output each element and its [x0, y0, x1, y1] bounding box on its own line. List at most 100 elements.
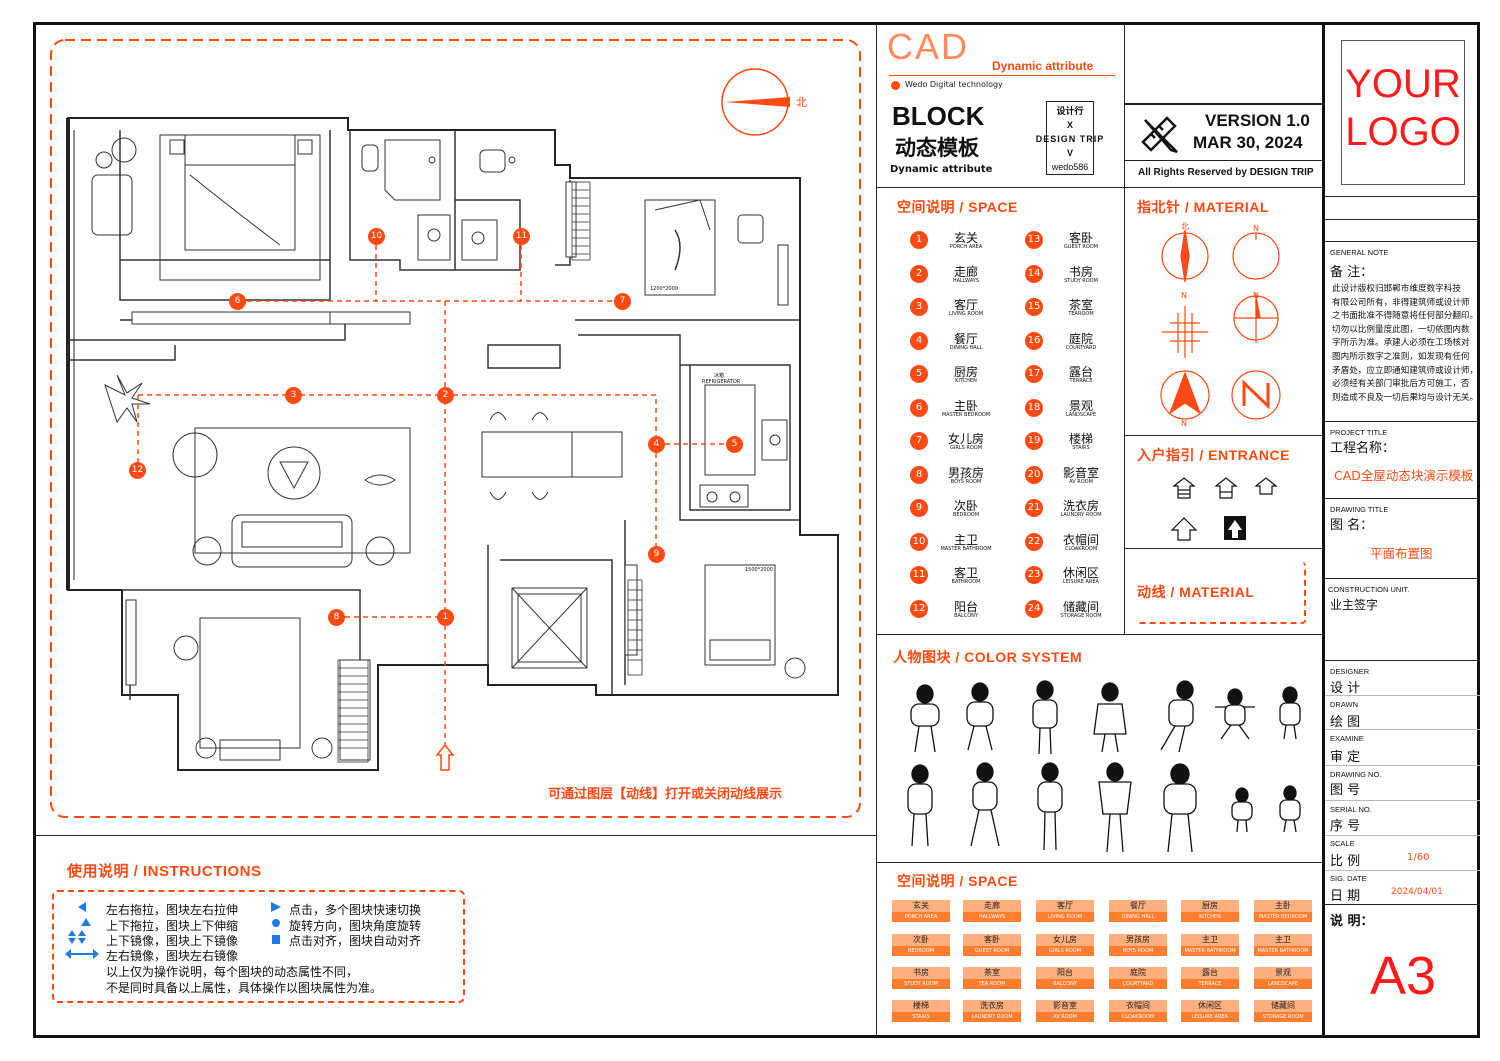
space-number: 1 [910, 231, 928, 249]
space-en: LIVING ROOM [948, 311, 984, 317]
space-tag-cn: 阳台 [1036, 967, 1094, 979]
person-figure [1279, 785, 1301, 833]
space-cn: 主卫 [953, 533, 978, 547]
space-tag-en: AV ROOM [1036, 1012, 1094, 1022]
space-tag-en: GIRLS ROOM [1036, 946, 1094, 956]
space-cn: 女儿房 [947, 432, 984, 446]
space-en: MASTER BEDROOM [941, 412, 991, 418]
plan-marker: 8 [328, 609, 345, 626]
instruction-line: 以上仅为操作说明，每个图块的动态属性不同， [106, 965, 359, 979]
space-cn: 景观 [1068, 399, 1093, 413]
space-tag-cn: 玄关 [892, 900, 950, 912]
stamp-text: 设计行 X DESIGN TRIP V wedo586 [1020, 104, 1120, 174]
note-line: 此设计版权归邯郸市维度数字科技 [1332, 284, 1461, 294]
space-tags-title: 空间说明 / SPACE [897, 873, 1018, 889]
instructions-title: 使用说明 / INSTRUCTIONS [67, 863, 262, 880]
space-number: 4 [910, 332, 928, 350]
instruction-arrows-icon [65, 902, 99, 959]
plan-marker: 9 [648, 546, 665, 563]
space-cn: 休闲区 [1062, 566, 1099, 580]
divider-people [876, 634, 1322, 635]
space-cn: 走廊 [953, 265, 978, 279]
space-tag-cn: 男孩房 [1109, 934, 1167, 946]
space-number: 21 [1025, 499, 1043, 517]
space-cn: 客卫 [953, 566, 978, 580]
flow-box [1136, 562, 1306, 624]
space-cn: 储藏间 [1062, 600, 1099, 614]
space-cn: 玄关 [953, 231, 978, 245]
bed-size-label: 1200*2000 [650, 286, 678, 292]
block-title: BLOCK [892, 101, 985, 131]
space-cn: 厨房 [953, 365, 978, 379]
tb-line [1325, 765, 1480, 766]
space-cn: 书房 [1068, 265, 1093, 279]
space-tag-cn: 休闲区 [1181, 1000, 1239, 1012]
space-tag-en: MASTER BATHROOM [1181, 946, 1239, 956]
instruction-line: 上下镜像，图块上下镜像 [106, 934, 239, 948]
person-figure [1032, 680, 1058, 755]
serial-no-label: SERIAL NO. [1330, 805, 1372, 814]
space-tag-en: BALCONY [1036, 979, 1094, 989]
divider-header [1124, 24, 1125, 187]
person-figure [1160, 680, 1194, 753]
people-title: 人物图块 / COLOR SYSTEM [893, 649, 1083, 665]
space-tag-cn: 书房 [892, 967, 950, 979]
space-tag-cn: 餐厅 [1109, 900, 1167, 912]
scale-label: SCALE [1330, 839, 1355, 848]
plan-hint: 可通过图层【动线】打开或关闭动线展示 [548, 787, 783, 802]
space-number: 19 [1025, 432, 1043, 450]
plan-marker: 11 [513, 228, 530, 245]
space-cn: 楼梯 [1068, 432, 1093, 446]
compass-icons: 北 N N N N [1160, 222, 1281, 428]
note-line: 之书面批准不得随意将任何部分翻印。 [1332, 311, 1479, 322]
block-subtitle: Dynamic attribute [890, 164, 993, 175]
divider-version [1124, 103, 1322, 105]
space-cn: 客厅 [953, 298, 978, 312]
space-cn: 茶室 [1068, 298, 1093, 312]
space-en: STORAGE ROOM [1060, 613, 1102, 619]
space-tag-cn: 茶室 [963, 967, 1021, 979]
remark-cn: 说 明： [1330, 914, 1374, 929]
version-date: MAR 30, 2024 [1193, 133, 1303, 152]
stamp-line: DESIGN TRIP [1035, 134, 1105, 144]
instruction-line: 点击对齐，图块自动对齐 [289, 934, 422, 948]
space-number: 20 [1025, 466, 1043, 484]
space-tag-en: STAIRS [892, 1012, 950, 1022]
divider-plan-instructions [36, 835, 876, 836]
sig-date-cn: 日 期 [1330, 889, 1361, 904]
tb-line [1325, 695, 1480, 696]
tb-line [1325, 835, 1480, 836]
plan-marker: 1 [437, 609, 454, 626]
wedo-dot-icon [891, 81, 900, 90]
tb-line [1325, 729, 1480, 730]
space-tag-en: PORCH AREA [892, 912, 950, 922]
space-tag-en: STUDY ROOM [892, 979, 950, 989]
space-tag-cn: 客卧 [963, 934, 1021, 946]
people-blocks [907, 680, 1301, 853]
space-tag-en: COURTYARD [1109, 979, 1167, 989]
fridge-label-en: REFRIGERATOR [702, 379, 741, 385]
outer-frame [33, 22, 1480, 1038]
instruction-line: 点击，多个图块快速切换 [289, 903, 422, 917]
space-en: BEDROOM [952, 512, 980, 518]
compass-label: N [1253, 224, 1259, 233]
space-en: BATHROOM [951, 579, 981, 585]
space-tag-cn: 走廊 [963, 900, 1021, 912]
space-en: DINING HALL [949, 345, 983, 351]
space-tag-en: LAUNDRY ROOM [963, 1012, 1021, 1022]
note-line: 图内所示数字之准则，如发现有任何 [1332, 351, 1470, 362]
sig-date-label: SIG. DATE [1330, 874, 1367, 883]
space-tag-en: GUEST ROOM [963, 946, 1021, 956]
drawing-no-cn: 图 号 [1330, 783, 1361, 798]
person-figure [1215, 688, 1255, 740]
